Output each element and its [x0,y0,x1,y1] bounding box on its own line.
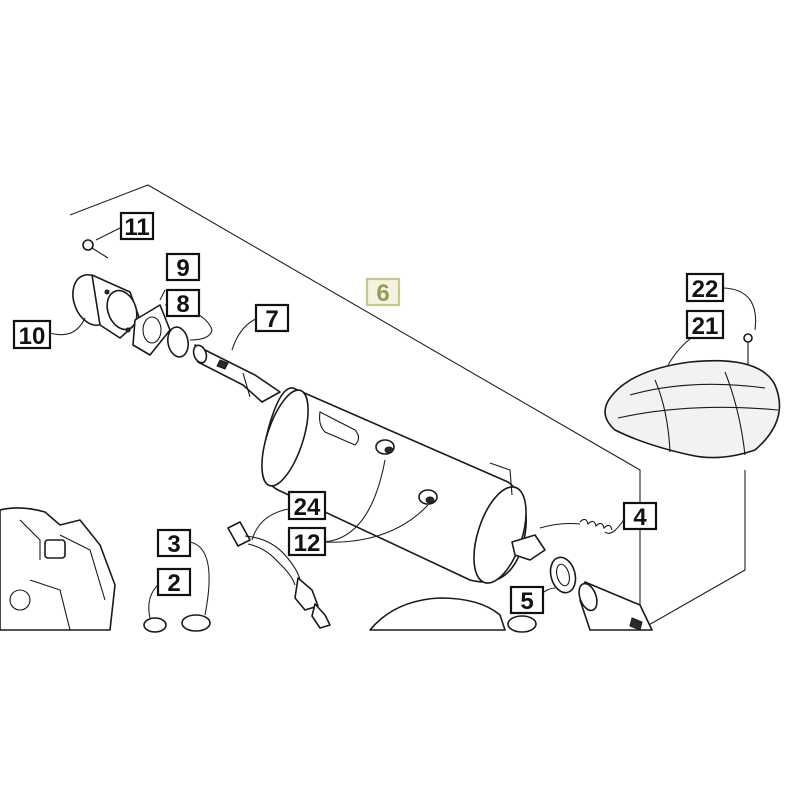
callout-8[interactable]: 8 [165,288,201,318]
exhaust-pipe-lower [369,597,537,633]
callout-22[interactable]: 22 [685,272,725,303]
callout-6[interactable]: 6 [365,277,401,307]
callout-6-label: 6 [376,280,389,307]
callout-2-label: 2 [167,570,180,597]
callout-24[interactable]: 24 [287,490,327,521]
callout-2[interactable]: 2 [156,567,192,597]
header-clamp-part-3[interactable] [181,541,211,632]
callout-9-label: 9 [176,255,189,282]
callout-4[interactable]: 4 [622,501,658,531]
callout-10-label: 10 [19,323,46,350]
callout-5-label: 5 [520,588,533,615]
callout-22-label: 22 [692,276,719,303]
callout-7-label: 7 [265,306,278,333]
callout-3[interactable]: 3 [156,528,192,558]
gasket-part-9[interactable] [132,289,171,356]
callout-12-label: 12 [294,530,321,557]
callout-11[interactable]: 11 [119,211,155,241]
bolt-part-11[interactable] [82,227,121,259]
callout-21[interactable]: 21 [685,309,725,340]
assembly-bracket-6 [69,184,746,631]
callout-7[interactable]: 7 [254,303,290,333]
spring-part-4[interactable] [539,517,626,534]
callout-24-label: 24 [294,494,321,521]
callout-10[interactable]: 10 [12,319,52,350]
spark-arrestor-part-7[interactable] [191,317,281,403]
callout-5[interactable]: 5 [509,585,545,615]
grommet-leaders-part-12 [321,459,429,543]
engine-block [0,507,116,631]
sensor-part-24[interactable] [227,507,331,629]
heat-guard-part-21[interactable] [604,325,781,459]
callout-8-label: 8 [176,291,189,318]
callout-9[interactable]: 9 [165,252,201,282]
callout-3-label: 3 [167,531,180,558]
muffler-part-6[interactable] [252,385,546,589]
tail-pipe[interactable] [576,581,653,631]
inlet-flange-part-10[interactable] [49,269,142,339]
ring-gasket-part-8[interactable] [164,304,213,359]
callout-21-label: 21 [692,313,719,340]
callout-11-label: 11 [124,214,149,241]
callout-12[interactable]: 12 [287,526,327,557]
callout-4-label: 4 [633,504,647,531]
